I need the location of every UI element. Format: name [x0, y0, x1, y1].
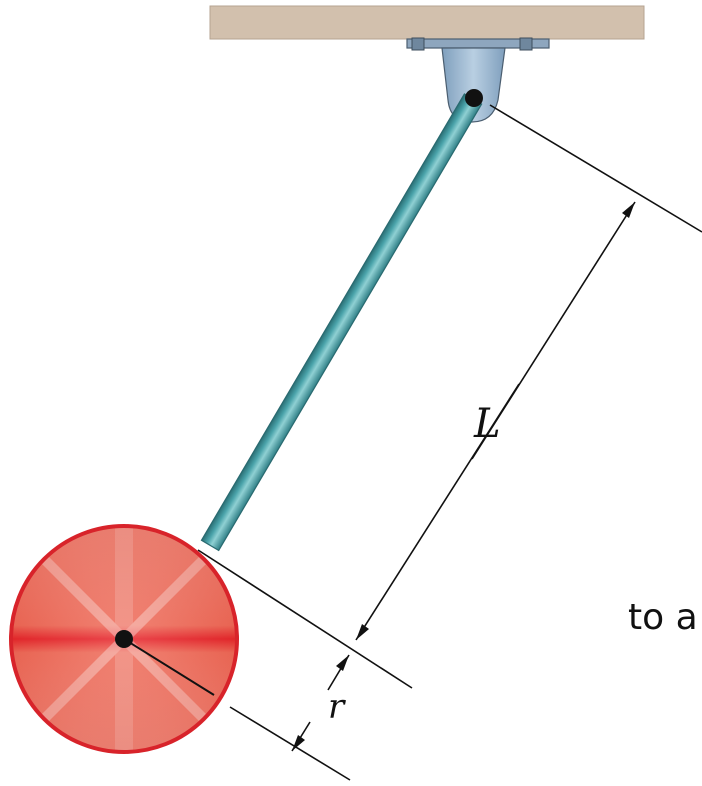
- radius-line: [123, 638, 215, 696]
- disk: [9, 524, 239, 754]
- center-pin: [115, 630, 133, 648]
- pivot-pin: [465, 89, 483, 107]
- extension-lines: [197, 104, 702, 781]
- radius-dimension: [291, 654, 350, 752]
- length-dimension: [355, 201, 636, 641]
- pendulum-rod: [200, 93, 483, 552]
- length-label: L: [473, 401, 501, 447]
- ceiling: [209, 5, 645, 40]
- caption-fragment: to a: [628, 597, 698, 638]
- radius-label: r: [328, 687, 346, 727]
- mounting-bracket: [406, 37, 550, 123]
